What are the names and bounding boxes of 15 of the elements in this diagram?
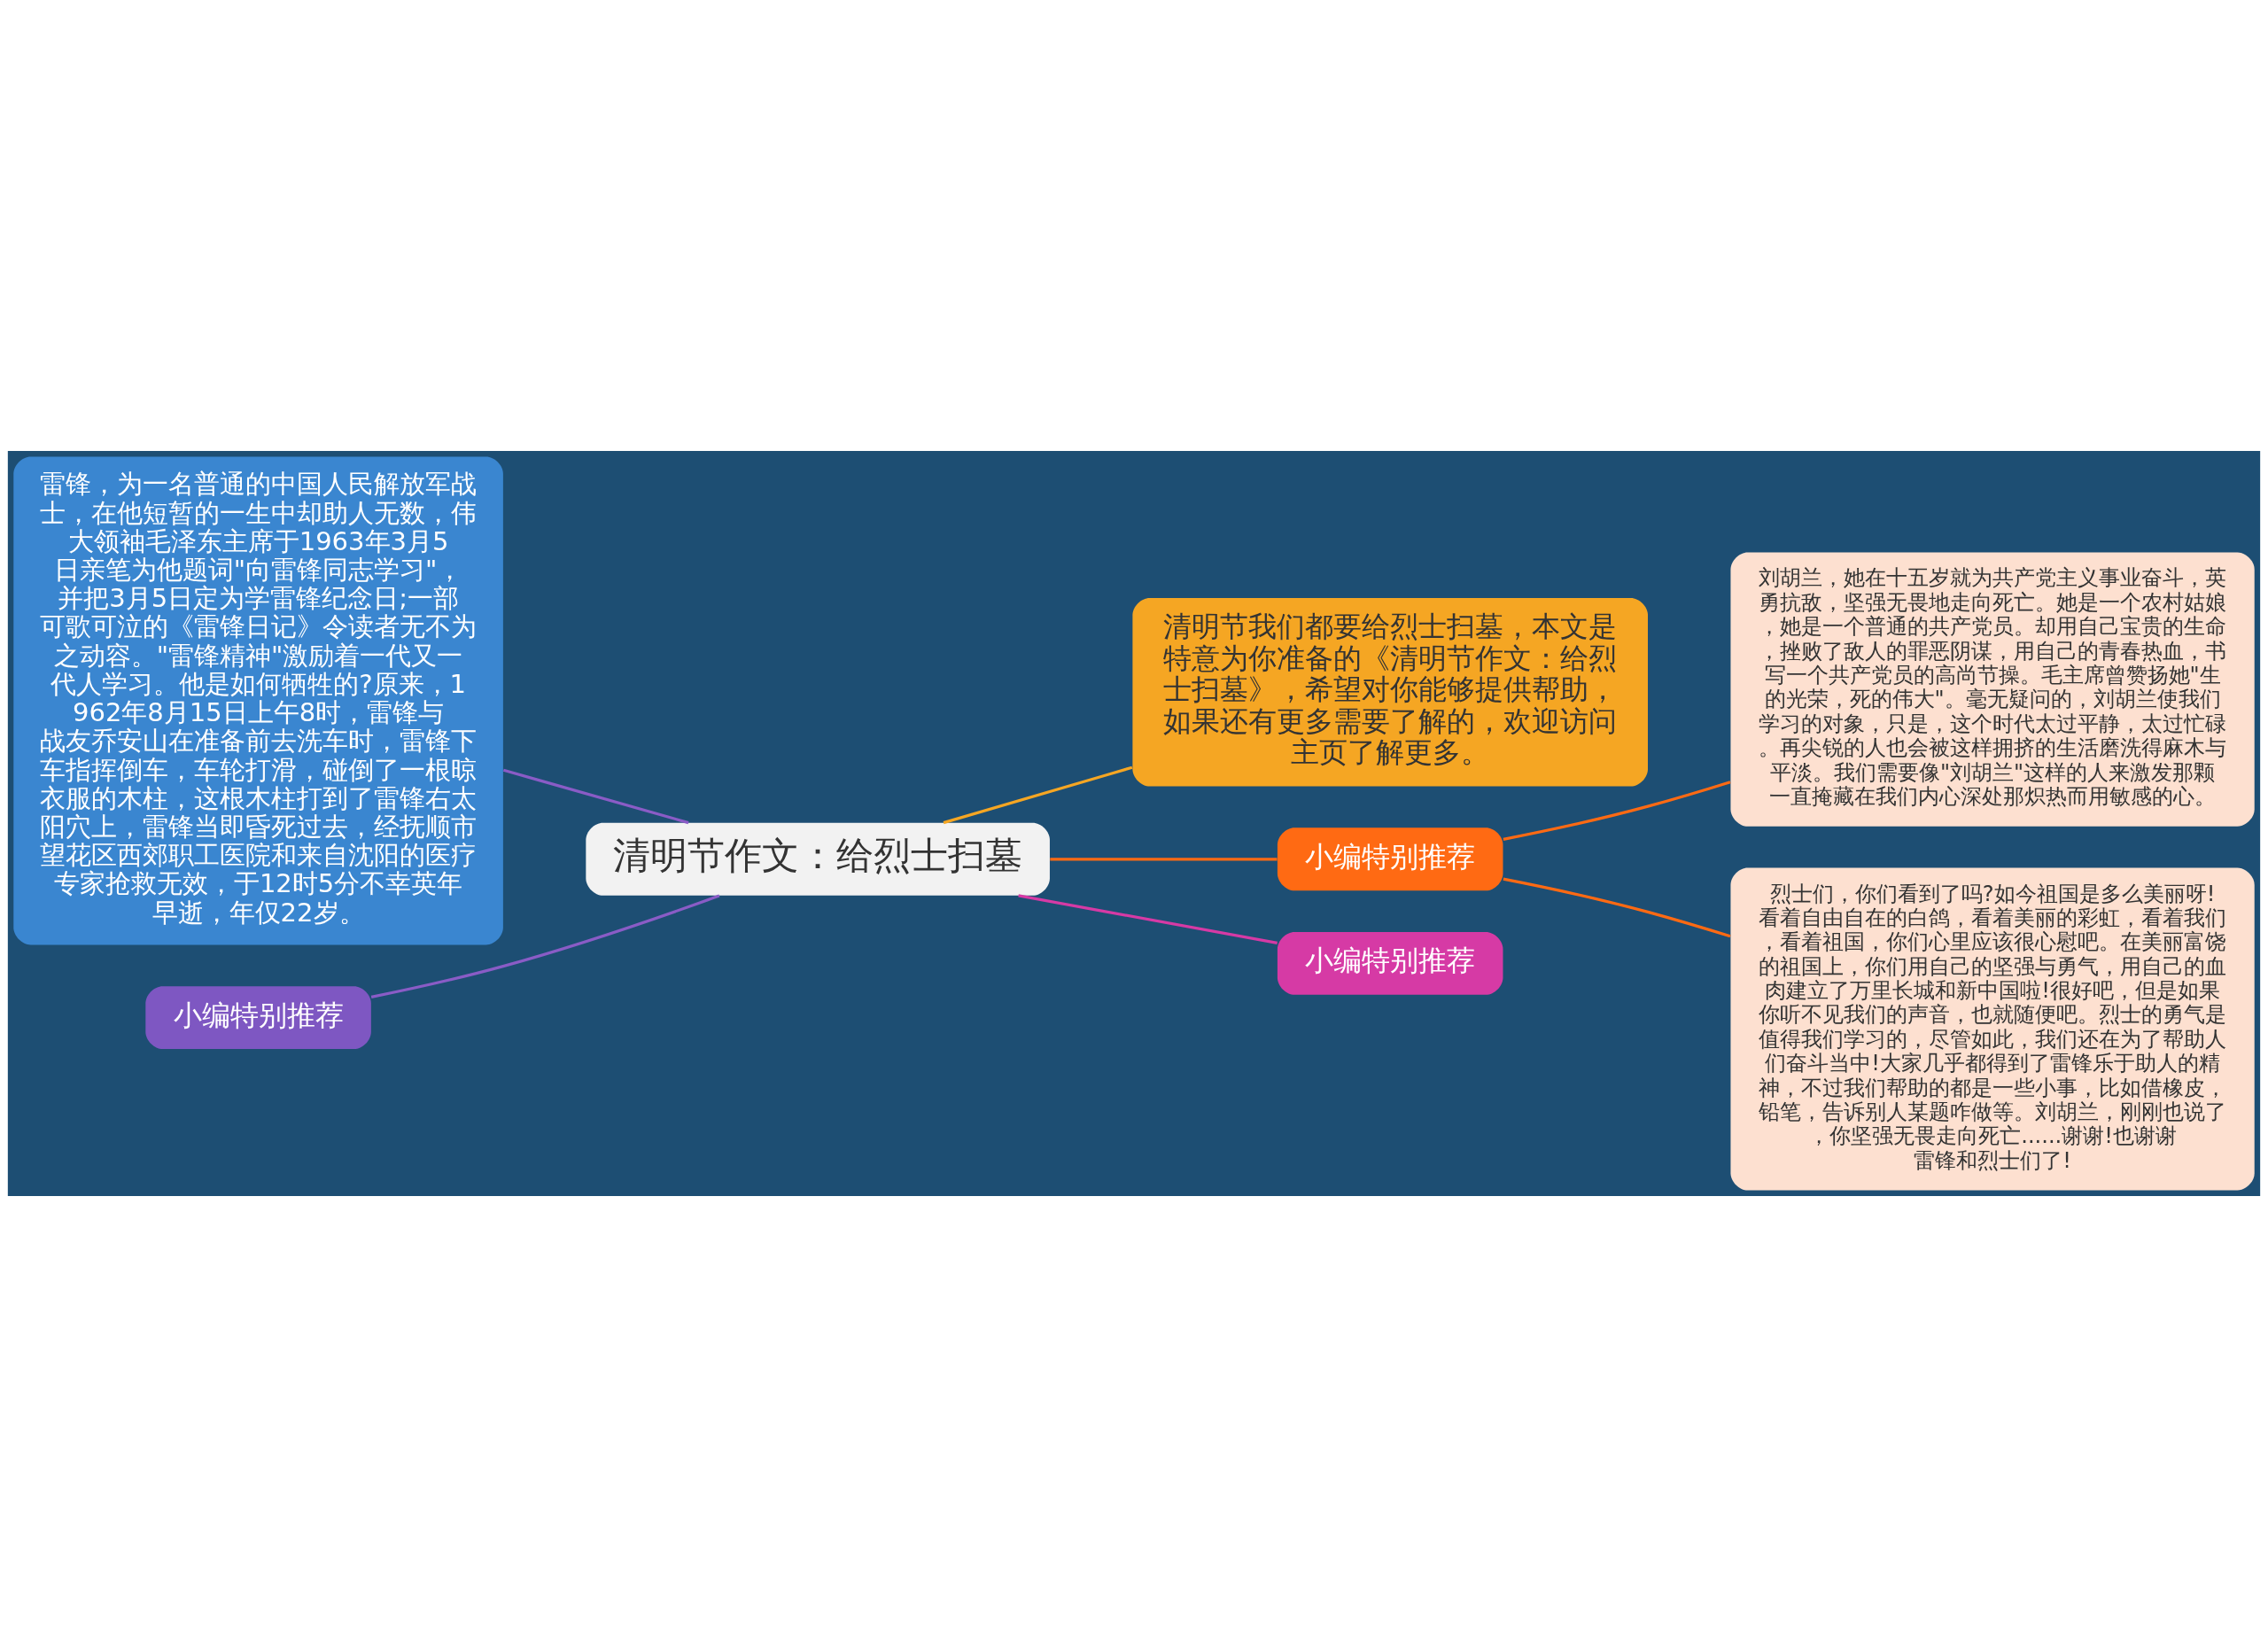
node-box: 烈士们，你们看到了吗?如今祖国是多么美丽呀!看着自由自在的白鸽，看着美丽的彩虹，看着我们，看着祖国，你们心里应该很心慰吧。在美丽富饶的祖国上，你们用自己的坚强与勇气，用自己的血肉建立了万里长城和新中国啦!很好吧，但是如果你听不见我们的声音，也就随便吧。烈士的勇气是值得我们学习的，尽管如此，我们还在为了帮助人们奋斗当中!大家几乎都得到了雷锋乐于助人的精神，不过我们帮助的都是一些小事，比如借橡皮，铅笔，告诉别人某题咋做等。刘胡兰，刚刚也说了，你坚强无畏走向死亡......谢谢!也谢谢雷锋和烈士们了! bbox=[1730, 867, 2255, 1191]
node-box: 清明节我们都要给烈士扫墓，本文是特意为你准备的《清明节作文：给烈士扫墓》，希望对你能够提供帮助，如果还有更多需要了解的，欢迎访问主页了解更多。 bbox=[1132, 597, 1648, 787]
connector bbox=[1050, 858, 1278, 861]
connector bbox=[502, 768, 689, 825]
connector bbox=[1503, 781, 1731, 841]
node-box: 小编特别推荐 bbox=[1277, 827, 1503, 891]
connector bbox=[943, 765, 1133, 825]
connector bbox=[1503, 877, 1731, 938]
node-box: 雷锋，为一名普通的中国人民解放军战士，在他短暂的一生中却助人无数，伟大领袖毛泽东主席于1963年3月5日亲笔为他题词"向雷锋同志学习"，并把3月5日定为学雷锋纪念日;一部可歌可泣的《雷锋日记》令读者无不为之动容。"雷锋精神"激励着一代又一代人学习。他是如何牺牲的?原来，1962年8月15日上午8时，雷锋与战友乔安山在准备前去洗车时，雷锋下车指挥倒车，车轮打滑，碰倒了一根晾衣服的木柱，这根木柱打到了雷锋右太阳穴上，雷锋当即昏死过去，经抚顺市望花区西郊职工医院和来自沈阳的医疗专家抢救无效，于12时5分不幸英年早逝，年仅22岁。 bbox=[13, 456, 503, 945]
node-box: 小编特别推荐 bbox=[1277, 931, 1503, 995]
node-box: 刘胡兰，她在十五岁就为共产党主义事业奋斗，英勇抗敌，坚强无畏地走向死亡。她是一个农村姑娘，她是一个普通的共产党员。却用自己宝贵的生命，挫败了敌人的罪恶阴谋，用自己的青春热血，书写一个共产党员的高尚节操。毛主席曾赞扬她"生的光荣，死的伟大"。毫无疑问的，刘胡兰使我们学习的对象，只是，这个时代太过平静，太过忙碌。再尖锐的人也会被这样拥挤的生活磨洗得麻木与平淡。我们需要像"刘胡兰"这样的人来激发那颗一直掩藏在我们内心深处那炽热而用敏感的心。 bbox=[1730, 552, 2255, 827]
connector bbox=[1018, 894, 1278, 944]
node-box: 清明节作文：给烈士扫墓 bbox=[586, 822, 1050, 896]
connector bbox=[370, 894, 720, 998]
node-box: 小编特别推荐 bbox=[145, 986, 371, 1050]
